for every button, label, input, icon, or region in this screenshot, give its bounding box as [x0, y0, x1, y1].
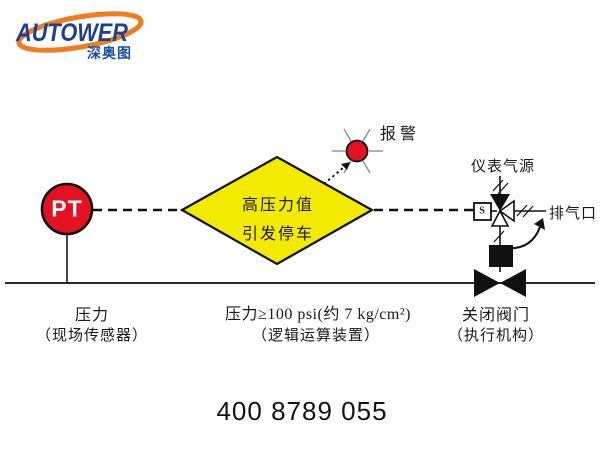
alarm-lamp-symbol [345, 139, 369, 163]
sensor-caption: 压力 [74, 307, 110, 324]
transmitter-tag: PT [51, 195, 83, 222]
solenoid-tag: S [479, 205, 485, 217]
logic-caption: 压力≥100 psi(约 7 kg/cm²) [225, 306, 411, 323]
shutoff-valve-symbol [474, 269, 526, 297]
logo-graphic: AUTOWER 深奥图 [15, 11, 144, 61]
three-way-valve-symbol [490, 194, 515, 227]
alarm-label: 报警 [380, 126, 421, 143]
alarm-signal-arrow [323, 162, 350, 185]
hotline-phone-number: 400 8789 055 [216, 396, 388, 426]
vent-line [514, 204, 546, 218]
logic-subcaption: （逻辑运算装置） [251, 328, 381, 344]
valve-subcaption: （执行机构） [447, 328, 545, 344]
logo-brand-text: AUTOWER [15, 19, 128, 47]
valve-caption: 关闭阀门 [461, 307, 531, 324]
sensor-subcaption: （现场传感器） [35, 328, 149, 344]
actuator-block-symbol [489, 245, 513, 267]
pressure-transmitter-symbol [40, 182, 94, 236]
air-supply-label: 仪表气源 [470, 159, 536, 175]
vent-label: 排气口 [549, 206, 598, 222]
logo-swoosh-icon [16, 11, 144, 53]
vent-direction-arrow [503, 218, 545, 250]
logo: AUTOWER 深奥图 [15, 8, 165, 64]
logo-cn-text: 深奥图 [87, 45, 132, 61]
diamond-text-line1: 高压力值 [241, 197, 315, 214]
diamond-text-line2: 引发停车 [241, 226, 315, 243]
air-supply-line [492, 176, 509, 195]
